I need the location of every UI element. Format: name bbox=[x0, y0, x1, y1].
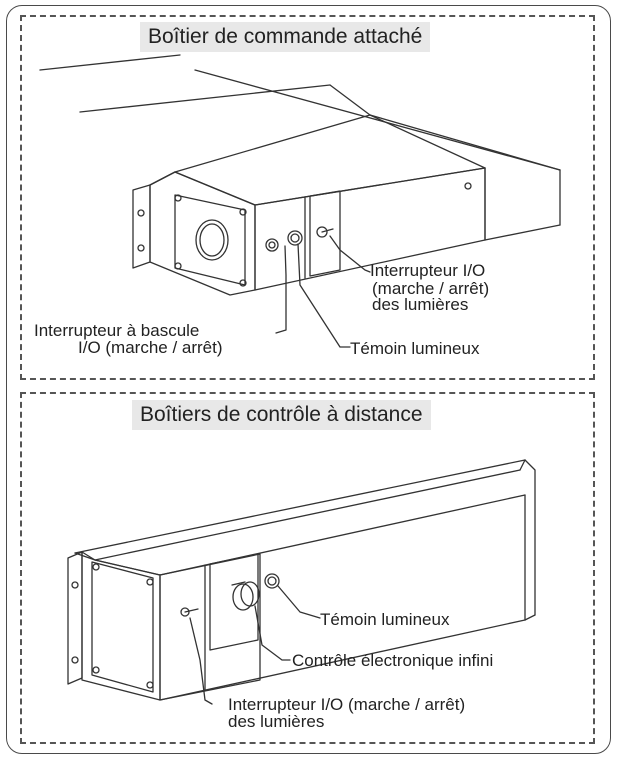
housing-right-bottom bbox=[484, 224, 561, 241]
housing-edge-left bbox=[39, 54, 181, 71]
housing-top-right-edge bbox=[369, 114, 561, 171]
remote-control-box-panel bbox=[20, 392, 595, 744]
leader-indicator bbox=[297, 243, 351, 348]
attached-control-box-title: Boîtier de commande attaché bbox=[140, 22, 431, 52]
outer-frame bbox=[6, 5, 611, 754]
switch-panel bbox=[254, 167, 486, 291]
leader-light-switch bbox=[329, 235, 371, 273]
label-light-switch-line1: Interrupteur I/O bbox=[370, 261, 486, 280]
housing-top-left-edge bbox=[79, 84, 331, 113]
mounting-bracket bbox=[132, 184, 151, 269]
remote-end-cover bbox=[91, 561, 154, 693]
electronic-control-knob-icon bbox=[232, 583, 254, 611]
label-remote-light-switch-line1: Interrupteur I/O (marche / arrêt) bbox=[228, 695, 466, 714]
remote-box-bottom-edge bbox=[159, 619, 526, 701]
label-indicator: Témoin lumineux bbox=[350, 339, 480, 358]
remote-indicator-light-icon bbox=[264, 573, 280, 589]
label-rocker-switch-line2: I/O (marche / arrêt) bbox=[78, 338, 223, 357]
indicator-light-icon bbox=[287, 230, 303, 246]
front-face-outline bbox=[149, 171, 256, 296]
leader-electronic-control bbox=[254, 605, 291, 661]
remote-control-box-drawing bbox=[67, 459, 536, 705]
housing-top-right-corner bbox=[329, 84, 371, 116]
light-toggle-switch-icon bbox=[316, 226, 328, 238]
attached-control-box-drawing bbox=[39, 54, 561, 348]
remote-knob-plate bbox=[209, 553, 259, 651]
label-remote-indicator: Témoin lumineux bbox=[320, 610, 450, 629]
remote-mounting-bracket bbox=[67, 551, 83, 685]
label-rocker-switch-line1: Interrupteur à bascule bbox=[34, 321, 200, 340]
remote-light-switch-icon bbox=[180, 607, 190, 617]
housing-top-back-edge bbox=[194, 69, 561, 171]
remote-end-face bbox=[81, 551, 161, 701]
label-light-switch-line3: des lumières bbox=[372, 295, 469, 314]
label-remote-light-switch-line2: des lumières bbox=[228, 712, 325, 731]
leader-remote-light-switch bbox=[189, 617, 213, 705]
label-light-switch-line2: (marche / arrêt) bbox=[372, 279, 490, 298]
control-box-top-right bbox=[369, 114, 486, 169]
front-cover-plate bbox=[174, 194, 246, 286]
remote-control-box-title: Boîtiers de contrôle à distance bbox=[132, 400, 431, 430]
knockout-hole bbox=[195, 219, 229, 261]
leader-remote-indicator bbox=[277, 585, 321, 619]
label-electronic-control: Contrôle électronique infini bbox=[292, 651, 494, 670]
remote-box-right-end bbox=[524, 459, 536, 616]
attached-control-box-panel bbox=[20, 15, 595, 380]
leader-rocker-switch bbox=[275, 245, 287, 334]
remote-box-top-front bbox=[94, 469, 521, 561]
light-switch-plate bbox=[309, 190, 341, 277]
remote-box-top-back bbox=[74, 459, 526, 554]
rocker-switch-icon bbox=[265, 238, 279, 252]
control-box-top-left bbox=[174, 114, 371, 173]
